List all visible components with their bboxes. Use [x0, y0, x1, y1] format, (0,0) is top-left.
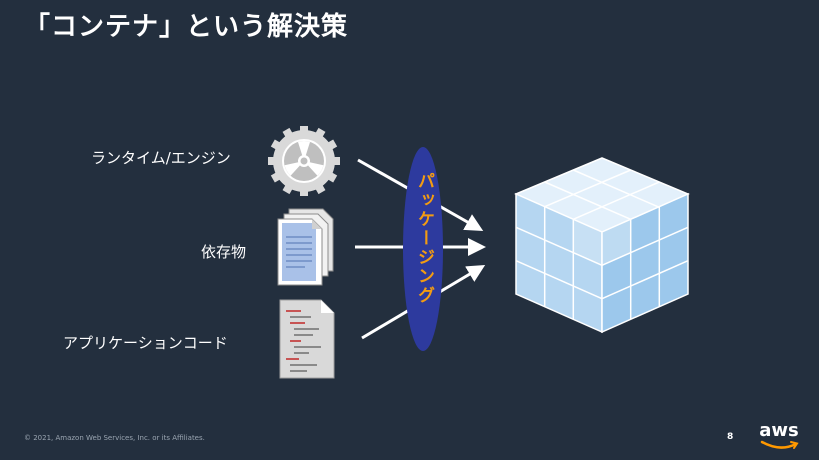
- documents-icon: [277, 208, 334, 286]
- cube-icon: [514, 157, 690, 334]
- code-file-icon: [279, 299, 335, 379]
- packaging-ellipse: [403, 147, 443, 351]
- app-code-label: アプリケーションコード: [63, 334, 228, 352]
- slide-title: 「コンテナ」という解決策: [24, 12, 349, 42]
- aws-smile-icon: [760, 440, 799, 449]
- runtime-label: ランタイム/エンジン: [91, 149, 231, 167]
- aws-logo-text: aws: [759, 420, 799, 441]
- dependencies-label: 依存物: [201, 243, 247, 261]
- packaging-label: パッケージング: [414, 172, 434, 305]
- aws-logo: aws: [756, 420, 802, 452]
- copyright-text: © 2021, Amazon Web Services, Inc. or its…: [24, 434, 205, 442]
- gear-icon: [268, 126, 340, 196]
- page-number: 8: [727, 432, 734, 442]
